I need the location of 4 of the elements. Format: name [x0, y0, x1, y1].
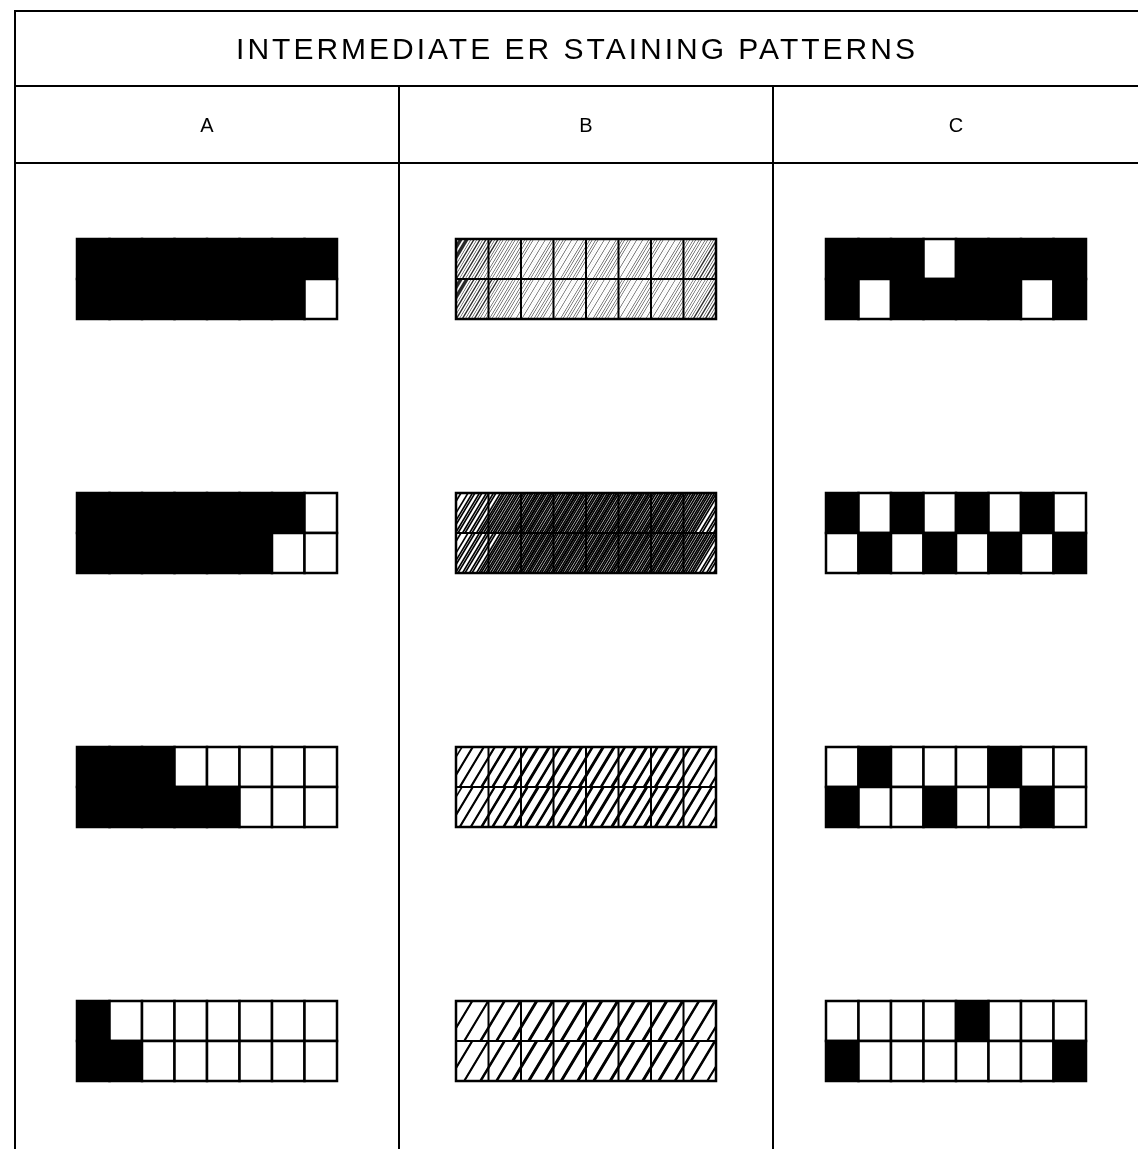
table-title: INTERMEDIATE ER STAINING PATTERNS [236, 31, 918, 67]
column-header: C [948, 112, 964, 138]
column-header: A [200, 112, 214, 138]
column-header: B [579, 112, 593, 138]
